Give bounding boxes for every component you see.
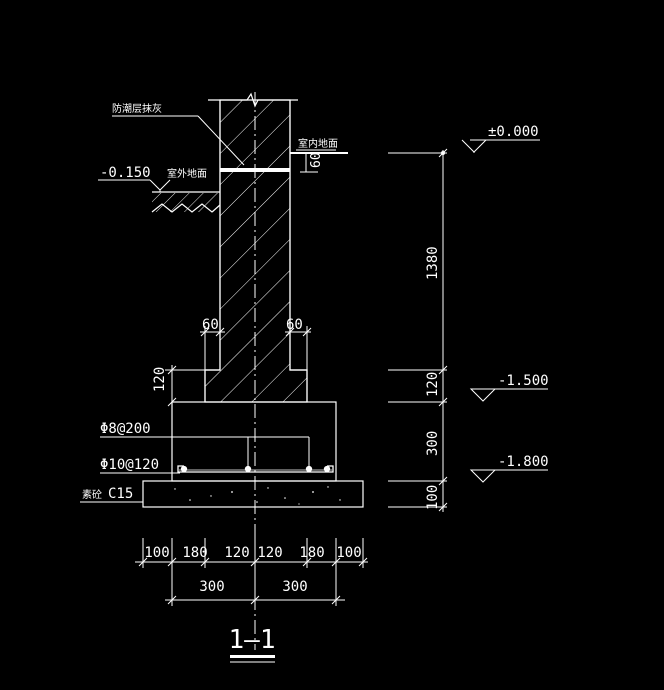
bottom-dim-text: 120 [224, 545, 249, 561]
bottom-dim-text: 180 [299, 545, 324, 561]
bottom-dim-text: 100 [336, 545, 361, 561]
elevation-bottom: -1.800 [498, 454, 549, 470]
rebar-top-label: Φ8@200 [100, 421, 151, 437]
right-dim-100: 100 [425, 485, 441, 510]
rebar-bottom-label: Φ10@120 [100, 457, 159, 473]
right-dim-120: 120 [425, 372, 441, 397]
outdoor-ground-label: 室外地面 [167, 167, 207, 180]
bedding-prefix-label: 素砼 [82, 488, 102, 501]
bedding-layer [142, 480, 364, 508]
bottom-dim-text: 300 [199, 579, 224, 595]
bedding-speckles [174, 486, 341, 505]
indoor-ground-label: 室内地面 [298, 137, 338, 150]
section-title-underline [230, 655, 275, 658]
section-title: 1—1 [229, 625, 276, 655]
dim-60-left: 60 [202, 317, 219, 333]
left-dimensions [165, 326, 312, 407]
outdoor-elevation-label: -0.150 [100, 165, 151, 181]
bottom-dimensions [135, 538, 368, 606]
dim-60-right: 60 [286, 317, 303, 333]
elevation-mid: -1.500 [498, 373, 549, 389]
dim-120-left: 120 [152, 367, 168, 392]
bottom-dim-row1: 100 180 120 120 180 100 [144, 545, 361, 561]
outdoor-ground [151, 191, 221, 213]
elevation-dot [441, 151, 445, 155]
bottom-dim-text: 300 [282, 579, 307, 595]
indoor-60-dim: 60 [309, 152, 324, 168]
leader-lines [80, 115, 336, 503]
bedding-grade-label: C15 [108, 486, 133, 502]
elevation-top: ±0.000 [488, 124, 539, 140]
bottom-dim-text: 180 [182, 545, 207, 561]
rebar [177, 465, 334, 473]
right-elevation-dims [388, 139, 548, 512]
damp-proof-label: 防潮层抹灰 [112, 102, 162, 115]
bottom-dim-row2: 300 300 [199, 579, 307, 595]
right-dim-300: 300 [425, 431, 441, 456]
bottom-dim-text: 120 [257, 545, 282, 561]
right-dim-1380: 1380 [425, 246, 441, 280]
bottom-dim-text: 100 [144, 545, 169, 561]
